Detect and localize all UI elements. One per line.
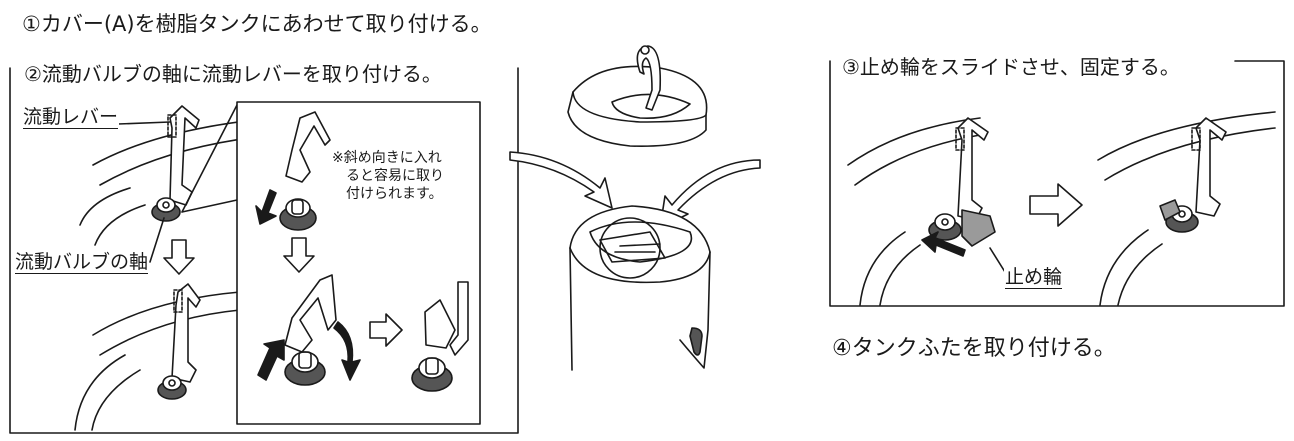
insert-arrow-icon [255, 189, 277, 225]
step3-frame [829, 60, 1285, 307]
label-stop-ring-text: 止め輪 [1005, 266, 1063, 289]
label-flow-lever: 流動レバー [22, 102, 120, 129]
valve-shaft-upper [151, 197, 181, 222]
insertion-note: ※斜め向きに入れ ると容易に取り 付けられます。 [332, 150, 444, 202]
tank-rim-step3-right [1097, 111, 1276, 306]
push-arrow-icon [257, 339, 285, 381]
leader-valve-shaft [149, 217, 165, 263]
detail-lever-b [284, 274, 337, 386]
stop-ring [961, 209, 996, 247]
right-arrow-icon-detail [369, 313, 403, 347]
callout-wedge [181, 104, 238, 213]
flow-lever-step3-fixed [1159, 117, 1227, 233]
label-stop-ring: 止め輪 [1004, 262, 1064, 289]
valve-shaft-lower [157, 375, 187, 400]
down-arrow-icon [163, 239, 195, 275]
step2-heading: ②流動バルブの軸に流動レバーを取り付ける。 [20, 58, 446, 87]
detail-lever-c [411, 281, 469, 392]
leader-lever [117, 121, 171, 125]
step2-frame [9, 67, 519, 434]
rotate-arrow-icon [333, 321, 361, 381]
step1-text: ①カバー(A)を樹脂タンクにあわせて取り付ける。 [22, 12, 492, 36]
label-valve-shaft: 流動バルブの軸 [14, 247, 150, 274]
down-arrow-icon-detail [283, 237, 315, 273]
right-arrow-icon-step3 [1029, 183, 1083, 227]
tank-cover [567, 45, 708, 147]
flow-lever-step3 [928, 117, 989, 241]
slide-arrow-icon [921, 231, 966, 257]
label-flow-lever-text: 流動レバー [23, 106, 119, 129]
flow-lever-upper [167, 105, 200, 206]
step4-text: ④タンクふたを取り付ける。 [832, 336, 1116, 361]
flow-lever-lower [171, 283, 201, 383]
step3-heading: ③止め輪をスライドさせ、固定する。 [838, 51, 1184, 80]
tank-rim-lower-left [74, 291, 241, 431]
detail-lever-a [279, 111, 331, 231]
curved-arrow-left-icon [509, 151, 613, 209]
label-valve-shaft-text: 流動バルブの軸 [15, 251, 149, 274]
resin-tank [569, 205, 711, 371]
